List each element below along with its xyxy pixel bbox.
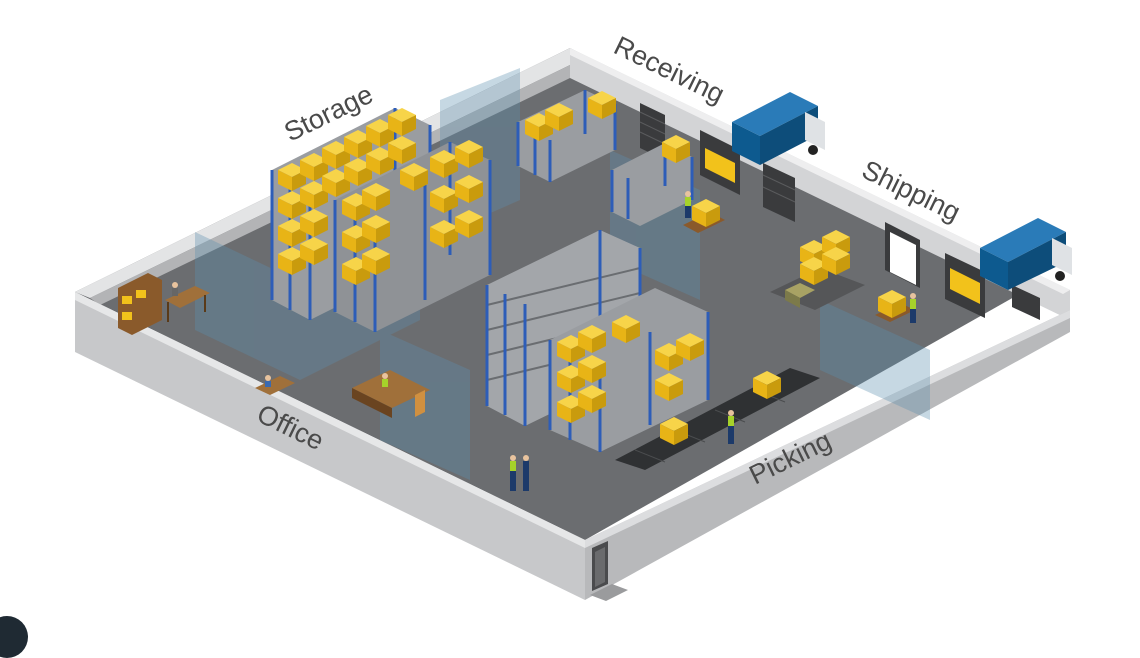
worker-icon [685,191,691,218]
desk-icon [255,376,295,395]
dock-door-4 [885,222,920,288]
storage-rack-icon [333,140,492,332]
dock-door-1 [639,103,666,160]
worker-icon [265,375,271,387]
worker-icon [523,455,529,491]
conveyor-icon [615,368,820,470]
dock-door-3 [762,163,796,222]
worker-icon [910,293,916,323]
front-left-wall [75,292,585,600]
storage-rack-icon [610,135,694,226]
worker-icon [728,410,734,444]
forklift-icon [875,290,915,322]
truck-icon [732,92,825,165]
pallet-icon [770,230,865,310]
warehouse-isometric-diagram: Storage Receiving Shipping Office Pickin… [75,30,1072,601]
forklift-icon [683,199,725,233]
worker-icon [172,282,178,296]
storage-rack-icon [548,288,710,452]
front-right-wall [585,310,1070,600]
worker-icon [382,373,388,387]
bookshelf-icon [118,273,162,335]
storage-rack-icon [516,90,617,182]
desk-icon [165,286,210,322]
dock-door-5 [945,253,985,318]
dock-door-2 [700,130,740,195]
back-right-wall [570,48,1070,320]
worker-icon [510,455,516,491]
truck-icon [980,218,1072,290]
exit-door [590,541,628,601]
desk-icon [352,370,430,418]
dock-door-6 [1012,285,1040,320]
